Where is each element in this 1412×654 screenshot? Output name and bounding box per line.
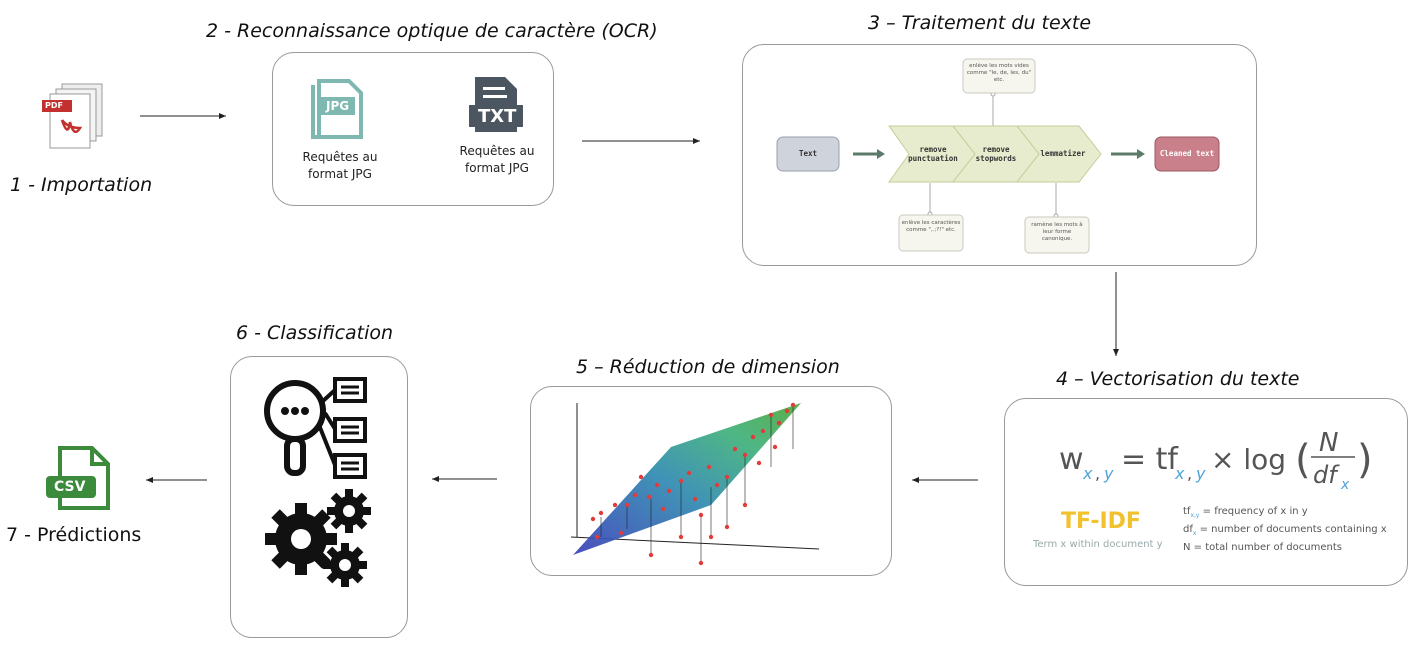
svg-text:× log: × log — [1211, 443, 1286, 476]
step2-title: 2 - Reconnaissance optique de caractère … — [206, 20, 658, 42]
jpg-label: JPG — [326, 99, 350, 113]
pdf-label: PDF — [45, 101, 63, 110]
step3-title: 3 – Traitement du texte — [868, 12, 1092, 34]
svg-text:x: x — [1340, 477, 1350, 491]
def-tf: tfx,y = frequency of x in y — [1183, 506, 1308, 519]
step6-title: 6 - Classification — [236, 322, 394, 344]
gears-icon — [265, 489, 371, 587]
svg-text:,: , — [1095, 464, 1100, 483]
svg-text:df: df — [1313, 461, 1340, 489]
vectorization-box: w x , y = tf x , y × log ( N df x ) TF-I… — [1004, 398, 1408, 586]
tfidf-subtitle: Term x within document y — [1033, 539, 1163, 550]
def-n: N = total number of documents — [1183, 542, 1342, 553]
svg-text:x: x — [1174, 464, 1185, 483]
chevron-lemmatizer — [1015, 125, 1102, 183]
txt-file-icon: TXT — [465, 75, 527, 135]
pipeline-shapes — [776, 58, 1220, 254]
magnifier-documents-icon — [264, 377, 367, 479]
txt-caption: Requêtes au format JPG — [459, 144, 535, 175]
jpg-caption: Requêtes au format JPG — [302, 150, 378, 181]
note-stopwords: enlève les mots vides comme "le, de, les… — [966, 63, 1032, 83]
def-df: dfx = number of documents containing x — [1183, 524, 1387, 537]
jpg-file-icon: JPG — [309, 77, 365, 141]
regression-plane-plot — [570, 402, 820, 566]
txt-label: TXT — [478, 106, 517, 127]
stage-remove-punctuation: remove punctuation — [908, 145, 958, 163]
svg-text:): ) — [1357, 437, 1373, 483]
svg-text:y: y — [1103, 464, 1114, 483]
svg-text:x: x — [1082, 464, 1093, 483]
svg-text:,: , — [1187, 464, 1192, 483]
pdf-stack-icon: PDF — [40, 80, 110, 152]
dimension-reduction-box — [530, 386, 892, 576]
step7-title: 7 - Prédictions — [6, 524, 142, 546]
step4-title: 4 – Vectorisation du texte — [1056, 368, 1300, 390]
svg-text:w: w — [1059, 442, 1084, 477]
tfidf-definitions: tfx,y = frequency of x in y dfx = number… — [1183, 505, 1387, 555]
step1-title: 1 - Importation — [10, 174, 153, 196]
tfidf-formula: w x , y = tf x , y × log ( N df x ) — [1057, 421, 1397, 491]
stage-lemmatizer: lemmatizer — [1040, 149, 1086, 158]
note-punctuation: enlève les caractères comme ",.;?!" etc. — [901, 220, 961, 233]
svg-text:y: y — [1195, 464, 1206, 483]
text-processing-box: Text Cleaned text remove punctuation rem… — [742, 44, 1257, 266]
note-lemmatizer: ramène les mots à leur forme canonique. — [1031, 222, 1083, 242]
stage-remove-stopwords: remove stopwords — [975, 145, 1017, 163]
tfidf-title: TF-IDF — [1061, 509, 1141, 534]
pipeline-output: Cleaned text — [1159, 149, 1215, 158]
classification-icons — [264, 377, 371, 587]
csv-label: CSV — [54, 479, 86, 495]
csv-file-icon: CSV — [40, 444, 120, 514]
svg-text:(: ( — [1295, 437, 1311, 483]
step5-title: 5 – Réduction de dimension — [576, 356, 840, 378]
pipeline-input: Text — [798, 149, 818, 158]
svg-text:N: N — [1319, 428, 1338, 458]
ocr-box: JPG Requêtes au format JPG TXT Requêtes … — [272, 52, 554, 206]
classification-box — [230, 356, 408, 638]
svg-text:= tf: = tf — [1121, 442, 1179, 477]
